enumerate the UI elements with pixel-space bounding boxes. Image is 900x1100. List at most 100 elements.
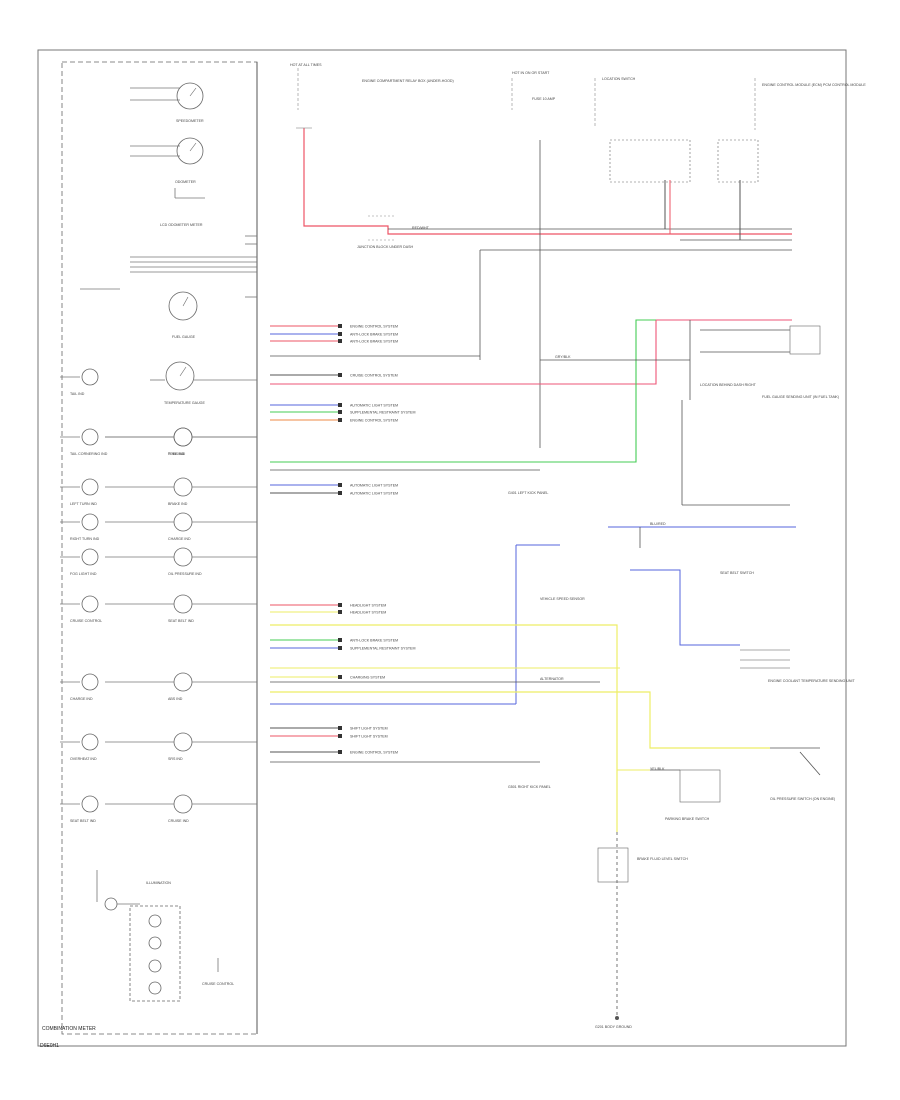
system-label: AUTOMATIC LIGHT SYSTEM <box>350 484 398 488</box>
system-label: CRUISE CONTROL SYSTEM <box>350 374 398 378</box>
indicator-right-8: SRS IND <box>105 732 257 761</box>
indicator-right-label: TPMS IND <box>168 452 186 456</box>
system-label: ANTI-LOCK BRAKE SYSTEM <box>350 639 398 643</box>
svg-text:ENGINE COOLANT TEMPERATURE SEN: ENGINE COOLANT TEMPERATURE SENDING UNIT <box>768 679 855 683</box>
svg-text:SPEEDOMETER: SPEEDOMETER <box>176 119 204 123</box>
svg-text:G501 RIGHT KICK PANEL: G501 RIGHT KICK PANEL <box>508 785 551 789</box>
indicator-right-9: CRUISE IND <box>105 794 257 823</box>
wire-green-long <box>270 319 656 463</box>
left-indicators: TAIL IND TAIL CORNERING IND LEFT TURN IND R… <box>60 368 108 823</box>
indicator-right-label: SEAT BELT IND <box>168 619 194 623</box>
system-row-13: SUPPLEMENTAL RESTRAINT SYSTEM <box>270 646 415 651</box>
indicator-left-9: SEAT BELT IND <box>60 795 99 823</box>
lcd-odometer: LCD ODOMETER METER <box>160 188 205 227</box>
system-row-15: SHIFT LIGHT SYSTEM <box>270 726 388 731</box>
system-row-7: ENGINE CONTROL SYSTEM <box>270 418 398 423</box>
cluster-bus-lines <box>80 235 257 298</box>
svg-text:OIL PRESSURE SWITCH (ON ENGINE: OIL PRESSURE SWITCH (ON ENGINE) <box>770 797 835 801</box>
wire-dark-lower: BRAKE FLUID LEVEL SWITCH PARKING BRAKE S… <box>270 491 855 1029</box>
svg-text:CRUISE CONTROL: CRUISE CONTROL <box>202 982 234 986</box>
system-row-8: AUTOMATIC LIGHT SYSTEM <box>270 483 398 488</box>
svg-text:LOCATION BEHIND DASH RIGHT: LOCATION BEHIND DASH RIGHT <box>700 383 757 387</box>
svg-text:LCD ODOMETER METER: LCD ODOMETER METER <box>160 223 203 227</box>
indicator-left-label: TAIL IND <box>70 392 85 396</box>
system-row-14: CHARGING SYSTEM <box>270 675 385 680</box>
indicator-left-label: CRUISE CONTROL <box>70 619 102 623</box>
svg-text:ENGINE CONTROL MODULE (ECM) PC: ENGINE CONTROL MODULE (ECM) PCM CONTROL … <box>762 83 866 87</box>
indicator-left-8: OVERHEAT IND <box>60 733 99 761</box>
indicator-right-label: CRUISE IND <box>168 819 189 823</box>
system-row-2: ANTI-LOCK BRAKE SYSTEM <box>270 332 398 337</box>
system-labels: ENGINE CONTROL SYSTEM ANTI-LOCK BRAKE SYS… <box>270 324 415 755</box>
svg-text:PARKING BRAKE SWITCH: PARKING BRAKE SWITCH <box>665 817 710 821</box>
wire-dark-upper: RED/WHT JUNCTION BLOCK UNDER DASH <box>357 140 792 448</box>
system-row-11: HEADLIGHT SYSTEM <box>270 610 386 615</box>
indicator-right-label: BRAKE IND <box>168 502 188 506</box>
svg-text:ALTERNATOR: ALTERNATOR <box>540 677 564 681</box>
indicator-left-label: OVERHEAT IND <box>70 757 97 761</box>
system-label: SUPPLEMENTAL RESTRAINT SYSTEM <box>350 411 415 415</box>
svg-text:YEL/BLK: YEL/BLK <box>650 767 665 771</box>
system-row-17: ENGINE CONTROL SYSTEM <box>270 750 398 755</box>
system-label: ANTI-LOCK BRAKE SYSTEM <box>350 340 398 344</box>
system-label: ENGINE CONTROL SYSTEM <box>350 325 398 329</box>
system-label: HEADLIGHT SYSTEM <box>350 611 386 615</box>
indicator-left-1: TAIL IND <box>60 368 99 396</box>
svg-text:RED/WHT: RED/WHT <box>412 226 430 230</box>
indicator-right-2: TPMS IND <box>105 427 257 456</box>
svg-text:GRY/BLK: GRY/BLK <box>555 355 571 359</box>
svg-text:HOT IN ON OR START: HOT IN ON OR START <box>512 71 550 75</box>
system-row-1: ENGINE CONTROL SYSTEM <box>270 324 398 329</box>
indicator-left-6: CRUISE CONTROL <box>60 595 102 623</box>
svg-text:HOT AT ALL TIMES: HOT AT ALL TIMES <box>290 63 322 67</box>
indicator-right-label: CHARGE IND <box>168 537 191 541</box>
indicator-left-4: RIGHT TURN IND <box>60 513 100 541</box>
wire-yellow: YEL/BLK <box>270 624 770 832</box>
svg-text:BLU/RED: BLU/RED <box>650 522 666 526</box>
system-row-5: AUTOMATIC LIGHT SYSTEM <box>270 403 398 408</box>
indicator-left-7: CHARGE IND <box>60 673 99 701</box>
indicator-left-2: TAIL CORNERING IND <box>60 428 108 456</box>
indicator-left-label: LEFT TURN IND <box>70 502 97 506</box>
system-label: ENGINE CONTROL SYSTEM <box>350 751 398 755</box>
speedometer-gauge: SPEEDOMETER <box>130 82 204 123</box>
indicator-left-label: SEAT BELT IND <box>70 819 96 823</box>
system-row-12: ANTI-LOCK BRAKE SYSTEM <box>270 638 398 643</box>
system-label: ENGINE CONTROL SYSTEM <box>350 419 398 423</box>
wire-pink-long <box>270 319 792 385</box>
indicator-right-4: CHARGE IND <box>105 512 257 541</box>
svg-text:ILLUMINATION: ILLUMINATION <box>146 881 171 885</box>
cluster-title: COMBINATION METER <box>42 1026 96 1032</box>
indicator-left-label: CHARGE IND <box>70 697 93 701</box>
top-labels: HOT AT ALL TIMES ENGINE COMPARTMENT RELA… <box>290 63 866 183</box>
indicator-right-3: BRAKE IND <box>105 477 257 506</box>
wire-blue: BLU/RED <box>270 522 796 705</box>
system-label: SHIFT LIGHT SYSTEM <box>350 727 388 731</box>
svg-text:JUNCTION BLOCK UNDER DASH: JUNCTION BLOCK UNDER DASH <box>357 245 414 249</box>
svg-text:BRAKE FLUID LEVEL SWITCH: BRAKE FLUID LEVEL SWITCH <box>637 857 688 861</box>
system-label: ANTI-LOCK BRAKE SYSTEM <box>350 333 398 337</box>
svg-text:FUSE 10 AMP: FUSE 10 AMP <box>532 97 556 101</box>
system-label: CHARGING SYSTEM <box>350 676 385 680</box>
cluster-box <box>61 61 258 1035</box>
indicator-right-5: OIL PRESSURE IND <box>105 547 257 576</box>
svg-text:FUEL GAUGE SENDING UNIT (IN FU: FUEL GAUGE SENDING UNIT (IN FUEL TANK) <box>762 395 839 399</box>
system-label: AUTOMATIC LIGHT SYSTEM <box>350 404 398 408</box>
system-label: SHIFT LIGHT SYSTEM <box>350 735 388 739</box>
system-row-4: CRUISE CONTROL SYSTEM <box>270 373 398 378</box>
svg-text:ODOMETER: ODOMETER <box>175 180 196 184</box>
indicator-right-label: FUEL IND <box>168 452 185 456</box>
svg-text:LOCATION SWITCH: LOCATION SWITCH <box>602 77 636 81</box>
footer-code: D6E0H1 <box>40 1043 59 1049</box>
system-row-6: SUPPLEMENTAL RESTRAINT SYSTEM <box>270 410 415 415</box>
svg-text:G201 BODY GROUND: G201 BODY GROUND <box>595 1025 632 1029</box>
system-label: SUPPLEMENTAL RESTRAINT SYSTEM <box>350 647 415 651</box>
system-row-16: SHIFT LIGHT SYSTEM <box>270 734 388 739</box>
svg-text:VEHICLE SPEED SENSOR: VEHICLE SPEED SENSOR <box>540 597 585 601</box>
wire-red-main <box>296 127 792 235</box>
indicator-right-6: SEAT BELT IND <box>105 594 257 623</box>
svg-text:ENGINE COMPARTMENT RELAY BOX (: ENGINE COMPARTMENT RELAY BOX (UNDER-HOOD… <box>362 79 454 83</box>
